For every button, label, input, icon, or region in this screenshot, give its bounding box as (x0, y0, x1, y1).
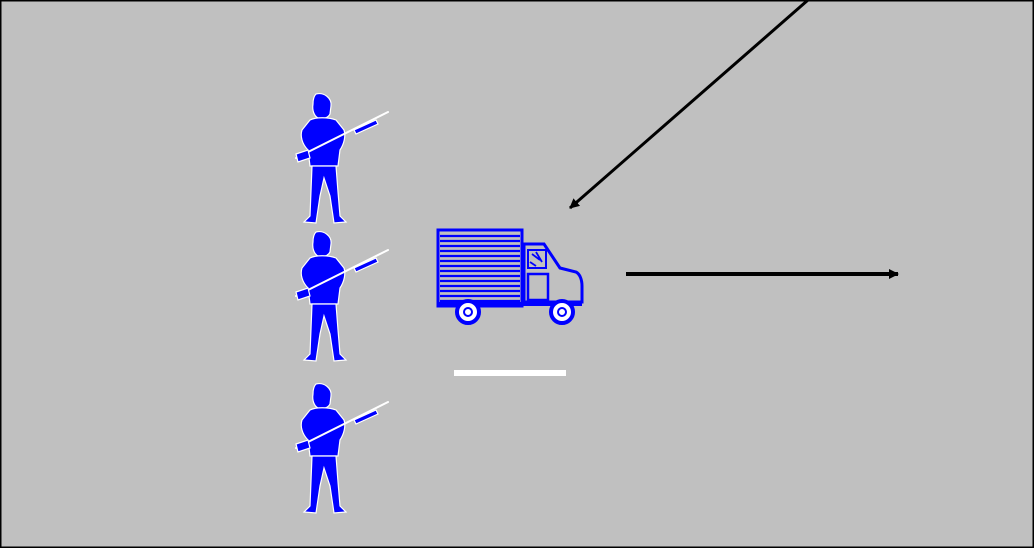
white-dash-marker (454, 370, 566, 376)
